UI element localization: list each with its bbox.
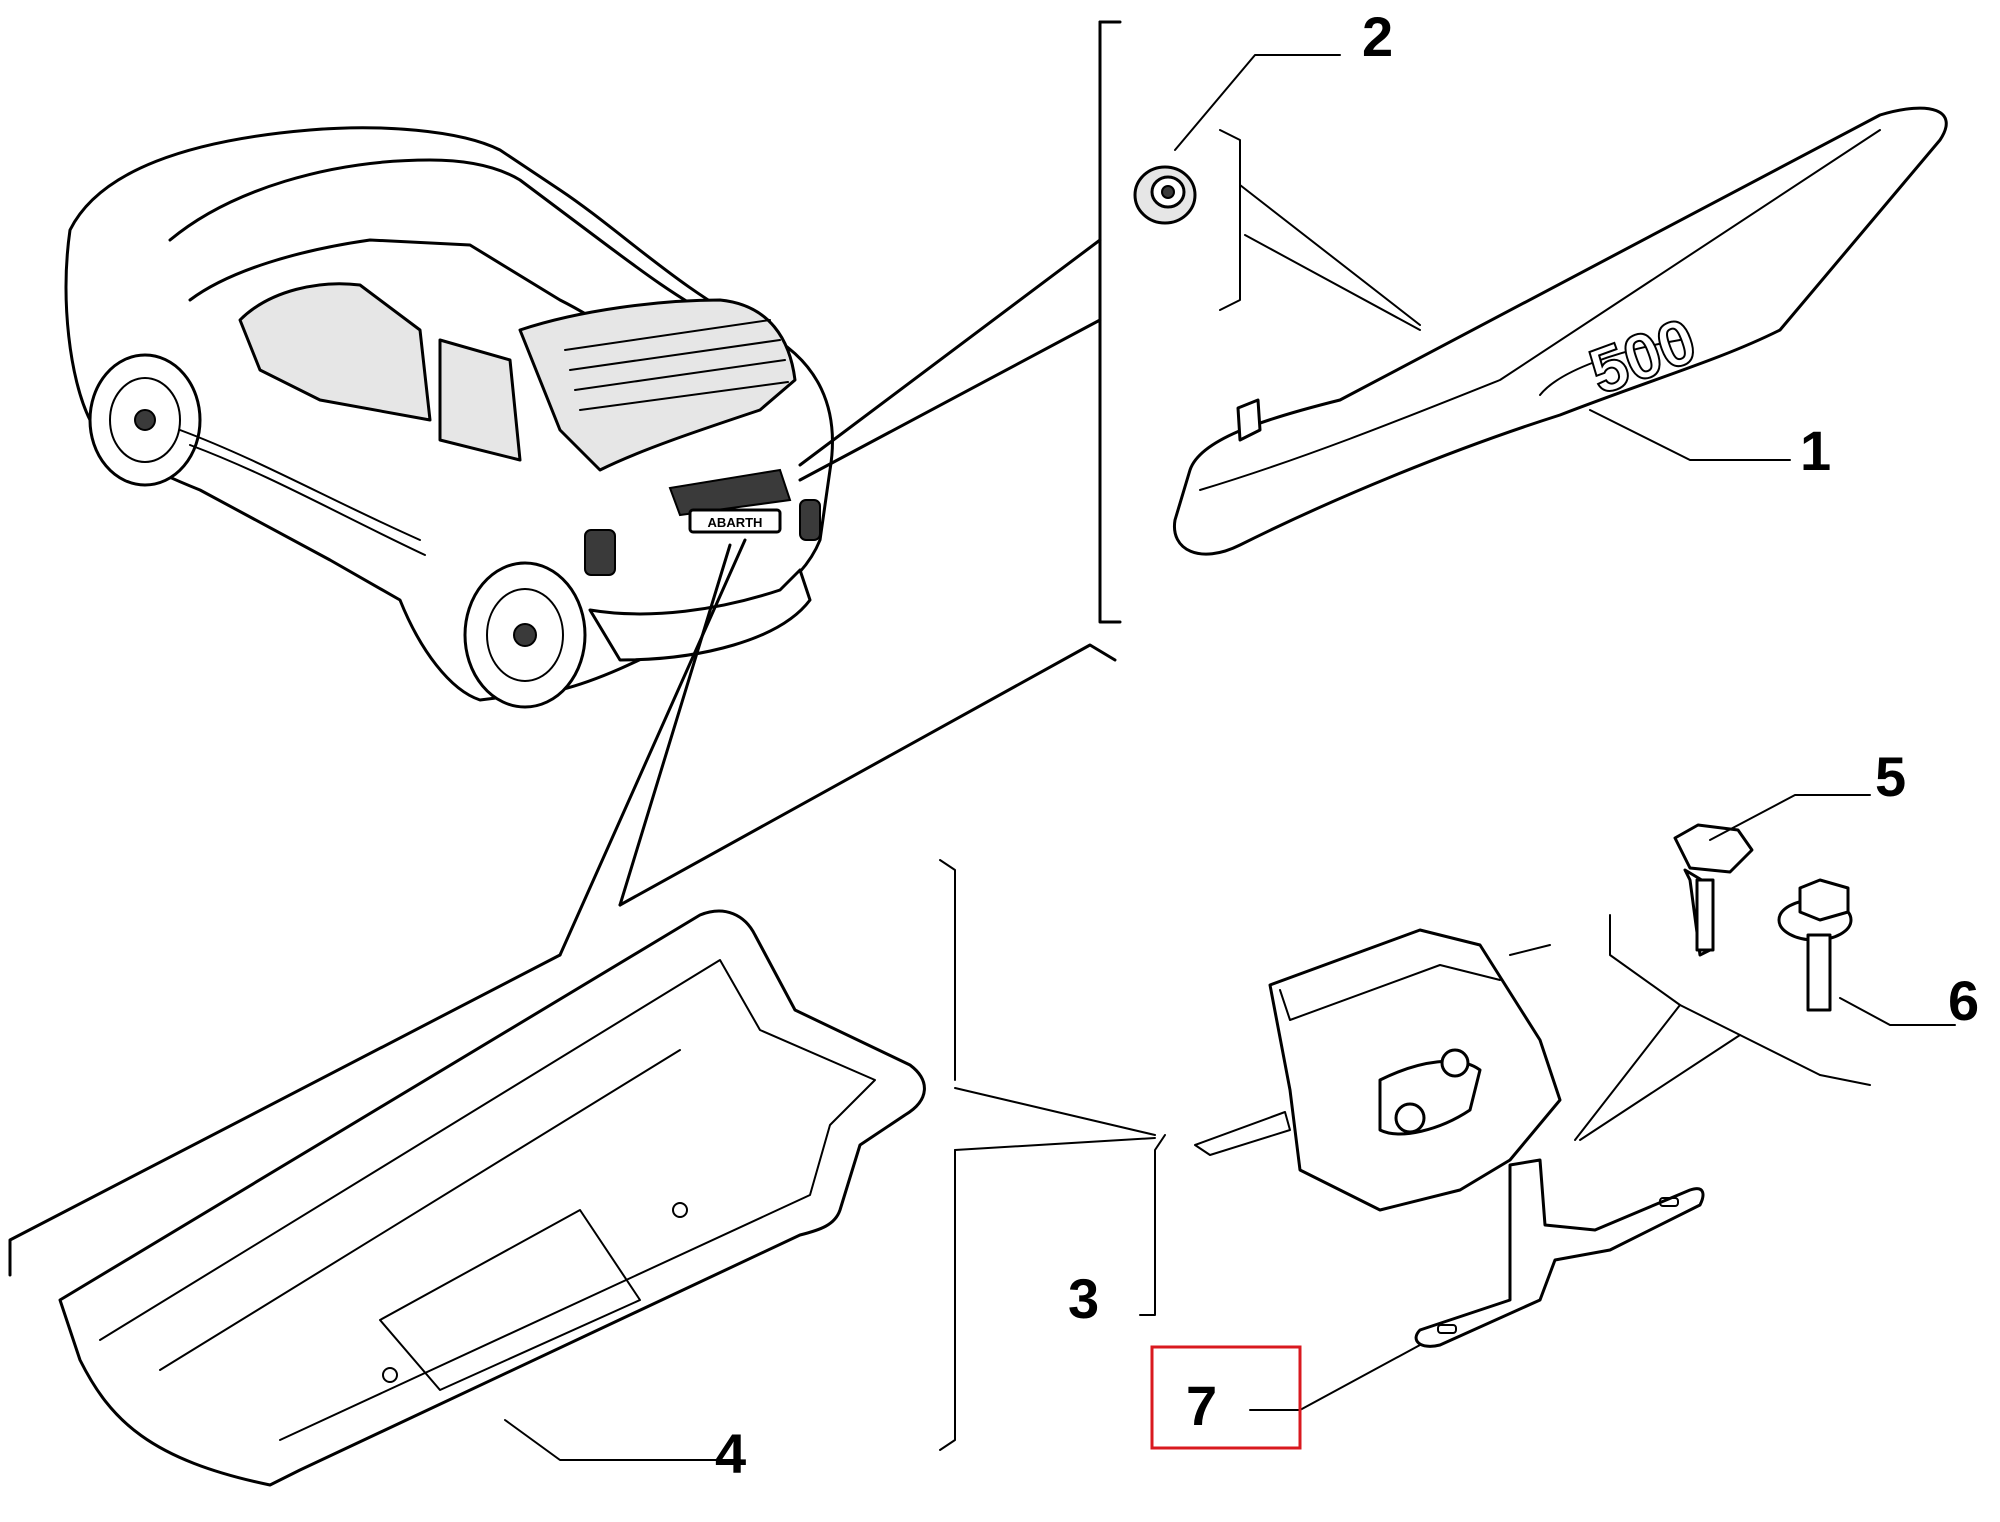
car-badge: ABARTH (708, 515, 763, 530)
leader-lines (1139, 54, 1956, 1411)
callout-7-highlight-box (1150, 1345, 1302, 1450)
callout-1: 1 (1800, 419, 1831, 482)
part-2-grommet (1133, 165, 1197, 225)
part-4-cover (58, 909, 926, 1487)
callout-3: 3 (1068, 1267, 1099, 1330)
car-illustration: ABARTH (64, 126, 834, 709)
lock-bracket-lines (939, 859, 1871, 1451)
callout-6: 6 (1948, 969, 1979, 1032)
upper-bracket-lines (798, 20, 1122, 624)
lower-bracket-lines (8, 538, 1117, 1277)
rear-wheel (463, 561, 587, 709)
part-6-screw (1777, 878, 1853, 1012)
callout-2: 2 (1362, 5, 1393, 68)
callout-7: 7 (1186, 1374, 1217, 1437)
part-3-lock (1194, 928, 1562, 1212)
part-7-striker (1414, 1158, 1705, 1348)
part-1-tailgate-handle: 500 (1172, 106, 1948, 556)
part-5-screw (1673, 823, 1754, 957)
front-wheel (88, 353, 202, 487)
callout-5: 5 (1875, 745, 1906, 808)
callout-4: 4 (715, 1422, 746, 1485)
part-1-bracket (1219, 129, 1421, 331)
